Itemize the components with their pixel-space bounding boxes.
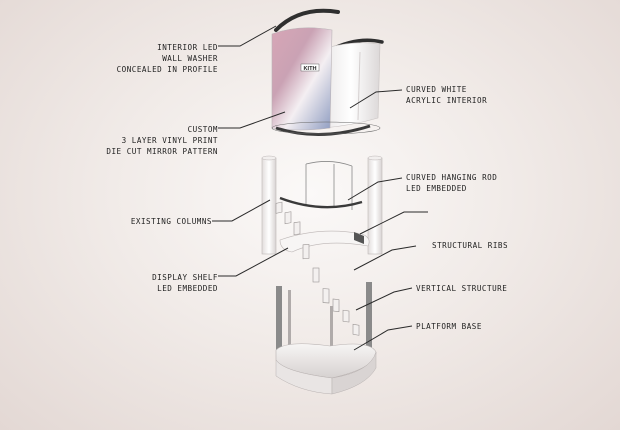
- vinyl-print-panel: [271, 27, 333, 131]
- structural-ribs: [275, 201, 360, 336]
- display-shelf: [279, 230, 370, 253]
- label-display-shelf-line1: DISPLAY SHELF: [152, 273, 218, 282]
- leader-structural-ribs: [353, 245, 417, 271]
- leader-columns-right: [359, 211, 428, 235]
- label-hanging-rod: CURVED HANGING ROD LED EMBEDDED: [406, 172, 497, 194]
- label-acrylic-interior-line1: CURVED WHITE: [406, 85, 467, 94]
- label-custom-print-line2: 3 LAYER VINYL PRINT: [121, 136, 218, 145]
- label-acrylic-interior: CURVED WHITE ACRYLIC INTERIOR: [406, 84, 487, 106]
- label-interior-led-line1: INTERIOR LED: [157, 43, 218, 52]
- label-platform-base-line1: PLATFORM BASE: [416, 322, 482, 331]
- leader-hanging-rod: [347, 177, 403, 201]
- label-interior-led-line3: CONCEALED IN PROFILE: [116, 65, 218, 74]
- leader-display-shelf: [218, 247, 289, 277]
- label-platform-base: PLATFORM BASE: [416, 321, 482, 332]
- label-existing-columns-line1: EXISTING COLUMNS: [130, 217, 212, 226]
- label-display-shelf: DISPLAY SHELF LED EMBEDDED: [152, 272, 218, 294]
- leader-platform-base: [353, 325, 413, 351]
- leader-interior-led: [218, 25, 277, 47]
- top-ring: [271, 121, 381, 136]
- label-custom-print-line3: DIE CUT MIRROR PATTERN: [106, 147, 218, 156]
- leader-custom-print: [218, 111, 286, 129]
- platform-base: [275, 343, 377, 395]
- vertical-structure: [276, 282, 372, 352]
- existing-column-right: [367, 155, 383, 255]
- label-acrylic-interior-line2: ACRYLIC INTERIOR: [406, 96, 488, 105]
- label-interior-led-line2: WALL WASHER: [162, 54, 218, 63]
- kith-logo-text: KITH: [303, 66, 316, 72]
- label-structural-ribs: STRUCTURAL RIBS: [432, 240, 508, 251]
- label-interior-led: INTERIOR LED WALL WASHER CONCEALED IN PR…: [117, 42, 218, 75]
- label-vertical-structure: VERTICAL STRUCTURE: [416, 283, 507, 294]
- label-vertical-structure-line1: VERTICAL STRUCTURE: [416, 284, 508, 293]
- leader-acrylic-interior: [349, 89, 403, 109]
- leader-vertical-structure: [355, 287, 413, 311]
- curved-hanging-rod: [279, 196, 363, 209]
- leader-lines: [212, 25, 428, 351]
- label-hanging-rod-line2: LED EMBEDDED: [406, 184, 467, 193]
- label-custom-print-line1: CUSTOM: [187, 125, 218, 134]
- label-structural-ribs-line1: STRUCTURAL RIBS: [432, 241, 509, 250]
- label-display-shelf-line2: LED EMBEDDED: [157, 284, 218, 293]
- hanging-rod-frame: [305, 161, 353, 210]
- leader-existing-columns: [212, 199, 271, 222]
- existing-column-left: [261, 155, 277, 255]
- kith-logo: KITH: [300, 63, 320, 72]
- label-existing-columns: EXISTING COLUMNS: [131, 216, 212, 227]
- label-hanging-rod-line1: CURVED HANGING ROD: [406, 173, 498, 182]
- label-custom-print: CUSTOM 3 LAYER VINYL PRINT DIE CUT MIRRO…: [106, 124, 218, 157]
- acrylic-interior-panel: [321, 42, 381, 129]
